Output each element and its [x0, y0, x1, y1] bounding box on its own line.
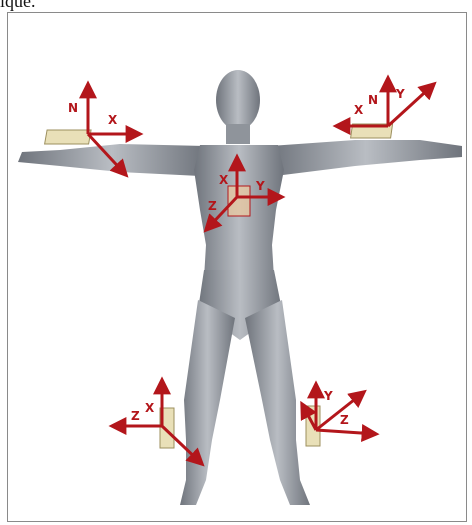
right-arm-x-label: X — [354, 103, 364, 117]
head — [216, 70, 260, 130]
right-leg-sensor-group: Y Z — [302, 384, 376, 446]
right-arm-y-label: Y — [395, 87, 405, 101]
right-arm — [270, 140, 462, 176]
left-arm-sensor — [45, 130, 91, 144]
left-arm-x-label: X — [108, 113, 118, 127]
left-leg-x-label: X — [145, 401, 155, 415]
left-leg — [180, 300, 235, 505]
chest-z-label: Z — [208, 199, 217, 213]
right-arm-n-label: N — [368, 93, 378, 107]
right-leg — [245, 300, 310, 505]
right-arm-sensor-group: X N Y — [336, 78, 434, 138]
right-leg-y-label: Y — [323, 389, 333, 403]
left-leg-z-label: Z — [131, 409, 140, 423]
left-arm-n-label: N — [68, 101, 78, 115]
chest-x-label: X — [219, 173, 229, 187]
neck — [226, 124, 250, 144]
right-leg-z-label: Z — [340, 413, 349, 427]
chest-y-label: Y — [255, 179, 265, 193]
